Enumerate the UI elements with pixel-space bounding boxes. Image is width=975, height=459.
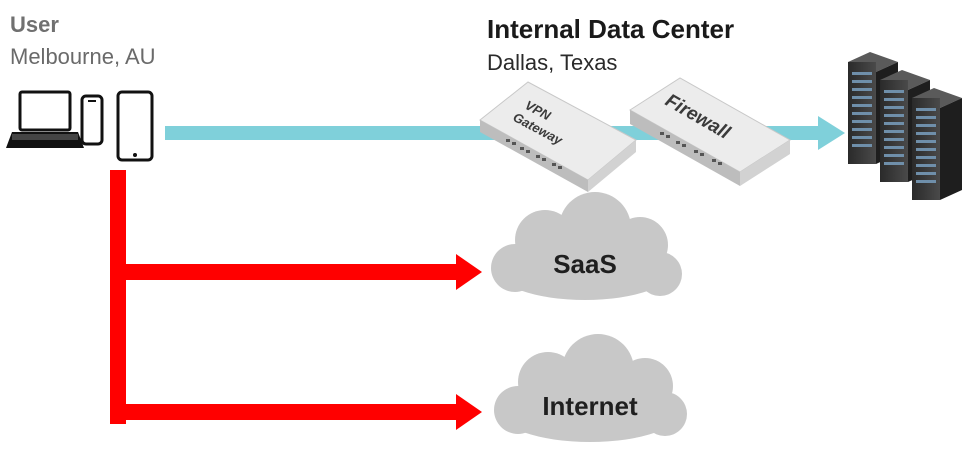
vpn-gateway-appliance: VPN Gateway bbox=[479, 81, 637, 192]
internet-label: Internet bbox=[542, 391, 638, 421]
laptop-icon bbox=[6, 90, 84, 148]
data-center-title: Internal Data Center bbox=[487, 14, 735, 44]
data-center-location: Dallas, Texas bbox=[487, 50, 618, 75]
internet-cloud: Internet bbox=[494, 334, 687, 442]
user-location: Melbourne, AU bbox=[10, 44, 156, 69]
user-title: User bbox=[10, 12, 59, 37]
phone-icon bbox=[80, 94, 104, 146]
saas-label: SaaS bbox=[553, 249, 617, 279]
direct-connection-arrows bbox=[110, 170, 482, 430]
tablet-icon bbox=[116, 90, 154, 162]
firewall-appliance: Firewall bbox=[629, 77, 791, 186]
saas-cloud: SaaS bbox=[491, 192, 682, 300]
server-rack-icon bbox=[848, 52, 962, 200]
